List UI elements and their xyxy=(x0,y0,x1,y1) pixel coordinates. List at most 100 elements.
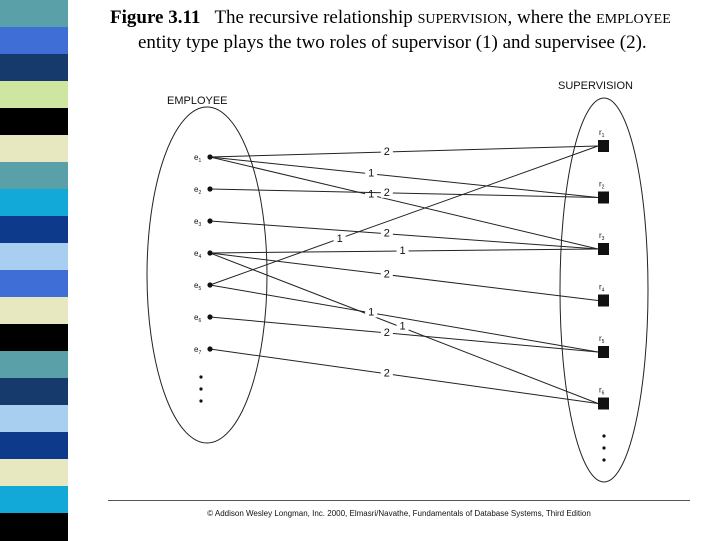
entity-dot xyxy=(207,218,213,224)
role-link: 2 xyxy=(209,348,599,404)
link-line xyxy=(209,156,599,250)
stripe-block xyxy=(0,162,68,190)
entity-e2: e2 xyxy=(194,185,213,196)
relationship-subscript: 1 xyxy=(602,133,605,139)
stripe-block xyxy=(0,351,68,379)
stripe-block xyxy=(0,135,68,163)
link-line xyxy=(209,284,599,353)
employee-set-label: EMPLOYEE xyxy=(167,95,228,107)
entity-subscript: 6 xyxy=(198,318,201,324)
relationship-instance-box xyxy=(598,140,609,152)
stripe-block xyxy=(0,108,68,136)
ellipsis-dot xyxy=(602,434,606,438)
link-line xyxy=(209,188,599,198)
figure-number: Figure 3.11 xyxy=(110,7,201,28)
role-link: 1 xyxy=(209,252,599,404)
stripe-block xyxy=(0,432,68,460)
decorative-stripe xyxy=(0,0,68,541)
link-line xyxy=(209,252,599,301)
role-number: 1 xyxy=(400,245,406,257)
role-number: 1 xyxy=(337,233,343,245)
ellipsis-dot xyxy=(199,399,203,403)
relationship-label: r3 xyxy=(599,231,605,242)
stripe-block xyxy=(0,324,68,352)
ellipsis-dot xyxy=(602,458,606,462)
relationship-instance-box xyxy=(598,191,609,204)
entity-subscript: 3 xyxy=(198,222,201,228)
entity-subscript: 4 xyxy=(198,254,201,260)
entity-dot xyxy=(207,186,213,192)
entity-dot xyxy=(207,250,213,256)
role-number: 1 xyxy=(368,189,374,201)
stripe-block xyxy=(0,459,68,487)
role-number: 2 xyxy=(384,368,390,380)
relationship-label: r1 xyxy=(599,128,605,139)
role-link: 2 xyxy=(209,185,599,199)
role-number: 2 xyxy=(384,146,390,158)
entity-label: e4 xyxy=(194,249,201,260)
relationship-r6: r6 xyxy=(598,386,609,410)
entity-label: e7 xyxy=(194,345,201,356)
entity-subscript: 2 xyxy=(198,190,201,196)
role-label-bg xyxy=(333,232,346,245)
link-line xyxy=(209,348,599,404)
entity-e3: e3 xyxy=(194,217,213,228)
role-link: 2 xyxy=(209,145,599,158)
entity-e5: e5 xyxy=(194,281,213,292)
role-link: 2 xyxy=(209,252,599,301)
relationship-label: r6 xyxy=(599,386,605,397)
entity-subscript: 7 xyxy=(198,350,201,356)
entity-e7: e7 xyxy=(194,345,213,356)
relationship-r1: r1 xyxy=(598,128,609,152)
employee-ellipse xyxy=(146,106,268,444)
relationship-r4: r4 xyxy=(598,283,609,307)
link-line xyxy=(209,156,599,198)
stripe-block xyxy=(0,378,68,406)
ellipsis-dot xyxy=(199,375,203,379)
relationship-instance-box xyxy=(598,346,609,358)
entity-e4: e4 xyxy=(194,249,213,260)
relationship-label: r4 xyxy=(599,283,605,294)
relationship-label: r2 xyxy=(599,180,605,191)
relationship-instance-box xyxy=(598,397,609,410)
entity-e1: e1 xyxy=(194,153,213,164)
supervision-ellipsis xyxy=(602,434,606,462)
role-number: 2 xyxy=(384,228,390,240)
stripe-block xyxy=(0,189,68,217)
relationship-r2: r2 xyxy=(598,180,609,204)
role-label-bg xyxy=(380,325,393,338)
caption-text-1: The recursive relationship xyxy=(214,7,418,28)
copyright-footer: © Addison Wesley Longman, Inc. 2000, Elm… xyxy=(207,509,591,518)
employee-ellipsis xyxy=(199,375,203,403)
entity-dot xyxy=(207,282,213,288)
role-label-bg xyxy=(380,145,393,158)
role-number: 2 xyxy=(384,187,390,199)
stripe-block xyxy=(0,486,68,514)
role-link: 1 xyxy=(209,284,599,353)
role-label-bg xyxy=(396,319,409,332)
role-label-bg xyxy=(365,166,378,179)
role-link: 1 xyxy=(209,156,599,198)
role-label-bg xyxy=(380,226,393,239)
relationship-r3: r3 xyxy=(598,231,609,255)
caption-text-2: , where the xyxy=(507,7,597,28)
role-link: 1 xyxy=(209,244,599,257)
supervision-set-label: SUPERVISION xyxy=(558,80,633,92)
role-link: 2 xyxy=(209,316,599,353)
relationship-subscript: 5 xyxy=(602,339,605,345)
role-label-bg xyxy=(365,187,378,200)
footer-divider xyxy=(108,500,690,501)
role-link: 1 xyxy=(209,156,599,250)
relationship-instance-box xyxy=(598,243,609,255)
stripe-block xyxy=(0,270,68,298)
entity-label: e5 xyxy=(194,281,201,292)
link-line xyxy=(209,316,599,353)
ellipsis-dot xyxy=(602,446,606,450)
stripe-block xyxy=(0,54,68,82)
link-line xyxy=(209,220,599,250)
role-label-bg xyxy=(396,244,409,257)
role-link: 2 xyxy=(209,220,599,250)
